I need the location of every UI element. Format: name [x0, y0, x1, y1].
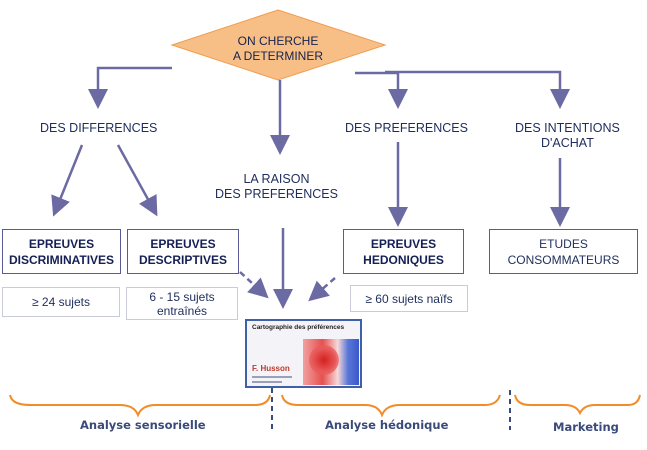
box-discriminatives-line2: DISCRIMINATIVES: [8, 252, 115, 267]
branch-preferences: DES PREFERENCES: [345, 121, 468, 135]
box-discriminatives-line1: EPREUVES: [28, 236, 95, 251]
branch-intentions-line2: D'ACHAT: [541, 136, 594, 150]
subjects-hedoniques: ≥ 60 sujets naïfs: [350, 285, 468, 312]
subjects-hedoniques-text: ≥ 60 sujets naïfs: [365, 291, 453, 306]
preference-map-thumbnail: Cartographie des préférences F. Husson: [245, 319, 362, 388]
center-label-line2: A DETERMINER: [232, 49, 323, 63]
arrow-to-differences: [88, 66, 172, 109]
box-etudes: ETUDES CONSOMMATEURS: [489, 229, 638, 274]
branch-intentions-line1: DES INTENTIONS: [515, 121, 620, 135]
branch-differences: DES DIFFERENCES: [40, 121, 158, 135]
brace-hedonique: [281, 394, 501, 418]
center-label-line1: ON CHERCHE: [237, 34, 319, 48]
thumbnail-title: Cartographie des préférences: [252, 324, 345, 331]
branch-raison: LA RAISON DES PREFERENCES: [215, 172, 338, 202]
brace-marketing: [514, 394, 641, 416]
brace-sensorielle: [9, 394, 271, 418]
subjects-descriptives: 6 - 15 sujets entraînés: [126, 287, 238, 320]
arrow-hedoniques-dashed: [308, 277, 336, 302]
thumbnail-subtitle-line: [252, 381, 282, 383]
branch-raison-line2: DES PREFERENCES: [215, 187, 338, 201]
arrow-to-preferences: [355, 71, 408, 109]
arrow-differences-right: [116, 144, 158, 217]
box-descriptives-line1: EPREUVES: [150, 236, 216, 251]
thumbnail-author: F. Husson: [252, 364, 290, 373]
center-diamond: [170, 9, 387, 81]
box-hedoniques-line2: HEDONIQUES: [363, 252, 444, 267]
center-label: ON CHERCHE A DETERMINER: [218, 34, 338, 64]
branch-intentions: DES INTENTIONS D'ACHAT: [515, 121, 620, 151]
subjects-discriminatives-text: ≥ 24 sujets: [32, 295, 90, 309]
subjects-descriptives-line2: entraînés: [156, 303, 208, 318]
box-discriminatives: EPREUVES DISCRIMINATIVES: [2, 229, 121, 274]
box-descriptives-line2: DESCRIPTIVES: [138, 252, 228, 267]
box-hedoniques-line1: EPREUVES: [370, 236, 437, 251]
thumbnail-subtitle-line: [252, 376, 292, 378]
subjects-discriminatives: ≥ 24 sujets: [2, 287, 120, 317]
box-etudes-line2: CONSOMMATEURS: [507, 252, 620, 267]
arrow-to-intentions: [385, 70, 570, 109]
branch-raison-line1: LA RAISON: [243, 172, 310, 186]
label-analyse-sensorielle: Analyse sensorielle: [80, 418, 206, 432]
arrow-descriptives-dashed: [239, 271, 269, 299]
box-etudes-line1: ETUDES: [539, 236, 588, 251]
arrow-differences-left: [51, 144, 84, 217]
box-hedoniques: EPREUVES HEDONIQUES: [343, 229, 464, 274]
label-analyse-hedonique: Analyse hédonique: [325, 418, 449, 432]
subjects-descriptives-line1: 6 - 15 sujets: [149, 289, 215, 304]
label-marketing: Marketing: [553, 420, 619, 434]
box-descriptives: EPREUVES DESCRIPTIVES: [127, 229, 239, 274]
thumbnail-heatmap: [303, 339, 359, 385]
